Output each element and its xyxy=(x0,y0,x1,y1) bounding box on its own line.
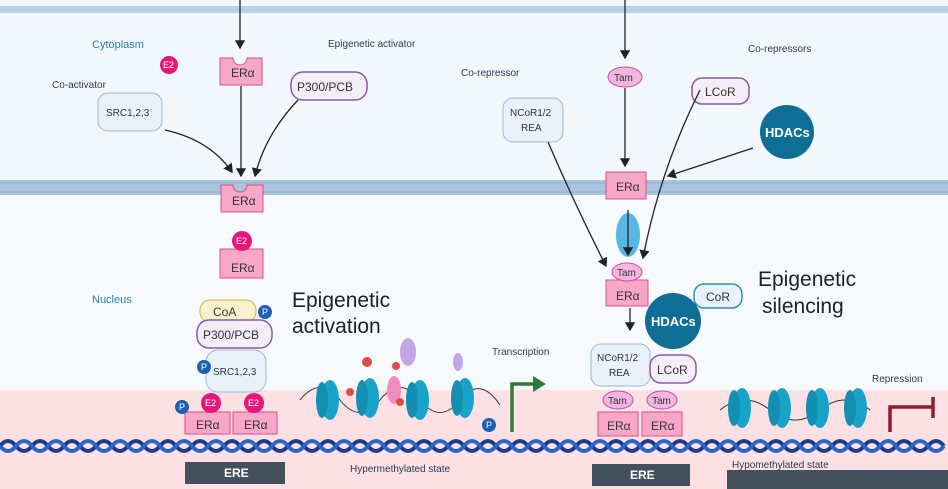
epigenetic-silencing-title-1: Epigenetic xyxy=(758,268,856,291)
hypomethylated-label: Hypomethylated state xyxy=(732,460,829,471)
hdacs-cytoplasm: HDACs xyxy=(760,105,814,159)
epigenetic-activation-title-2: activation xyxy=(292,315,381,338)
transcription-label: Transcription xyxy=(492,347,549,358)
svg-text:Tam: Tam xyxy=(617,268,636,279)
cytoplasm-label: Cytoplasm xyxy=(92,39,144,51)
svg-text:ERα: ERα xyxy=(616,289,640,303)
svg-text:HDACs: HDACs xyxy=(765,125,810,140)
svg-text:ERE: ERE xyxy=(630,468,655,482)
svg-text:ERα: ERα xyxy=(231,66,255,80)
cytoplasm-region xyxy=(0,0,948,180)
lcor-cytoplasm: LCoR xyxy=(691,77,750,105)
tam-era-dimer-right: Tam Tam ERα ERα xyxy=(597,390,683,437)
svg-text:REA: REA xyxy=(521,123,542,134)
transcription-arrow xyxy=(510,382,535,432)
hypermethylated-label: Hypermethylated state xyxy=(350,464,450,475)
svg-text:ERα: ERα xyxy=(607,419,631,433)
era-membrane-left: ERα xyxy=(220,184,264,213)
svg-text:REA: REA xyxy=(609,368,630,379)
svg-text:NCoR1/2: NCoR1/2 xyxy=(510,108,552,119)
tam-cytoplasm: Tam xyxy=(607,66,643,88)
ere-left: ERE xyxy=(185,462,285,484)
co-repressor-label: Co-repressor xyxy=(461,68,520,79)
e2-era-complex-nucleus: E2 ERα xyxy=(219,231,264,279)
nucleus-label: Nucleus xyxy=(92,294,132,306)
era-membrane-right: ERα xyxy=(605,171,647,200)
nucleosomes-silenced xyxy=(719,388,871,428)
epigenetic-silencing-title-2: silencing xyxy=(762,295,844,318)
epigenetic-activation-title-1: Epigenetic xyxy=(292,289,390,312)
svg-text:E2: E2 xyxy=(163,60,174,70)
svg-text:NCoR1/2: NCoR1/2 xyxy=(597,353,639,364)
corepressor-complex: CoR HDACs NCoR1/2 REA LCoR xyxy=(590,283,743,387)
era-cytoplasm-left: ERα xyxy=(219,57,263,86)
svg-text:ERα: ERα xyxy=(244,418,268,432)
svg-text:P: P xyxy=(201,362,207,372)
svg-text:P: P xyxy=(486,420,492,430)
svg-text:P300/PCB: P300/PCB xyxy=(297,80,353,94)
epigenetic-activator-label: Epigenetic activator xyxy=(328,39,416,50)
svg-text:P: P xyxy=(179,402,185,412)
svg-text:P300/PCB: P300/PCB xyxy=(203,328,259,342)
svg-text:E2: E2 xyxy=(248,398,259,408)
repression-symbol xyxy=(888,405,932,432)
svg-text:ERE: ERE xyxy=(224,466,249,480)
ncor-corepressor-cytoplasm: NCoR1/2 REA xyxy=(502,97,564,143)
nucleosomes-active: P xyxy=(299,338,501,432)
top-membrane xyxy=(0,6,948,13)
coactivator-complex: CoA P P300/PCB SRC1,2,3 P xyxy=(196,299,273,393)
svg-text:Tam: Tam xyxy=(608,396,627,407)
svg-text:CoA: CoA xyxy=(213,305,236,319)
svg-text:ERα: ERα xyxy=(232,194,256,208)
svg-text:HDACs: HDACs xyxy=(651,314,696,329)
svg-text:P: P xyxy=(262,307,268,317)
nucleus-region xyxy=(0,195,948,390)
repression-label: Repression xyxy=(872,374,923,385)
svg-text:Tam: Tam xyxy=(614,73,633,84)
svg-text:ERα: ERα xyxy=(231,261,255,275)
ere-right: ERE xyxy=(592,464,690,486)
e2-ligand-cytoplasm: E2 xyxy=(160,56,178,74)
nuclear-membrane xyxy=(0,180,948,195)
svg-text:ERα: ERα xyxy=(651,419,675,433)
svg-text:SRC1,2,3: SRC1,2,3 xyxy=(106,108,150,119)
svg-text:LCoR: LCoR xyxy=(657,363,688,377)
co-repressors-label: Co-repressors xyxy=(748,44,811,55)
svg-text:E2: E2 xyxy=(205,398,216,408)
co-activator-label: Co-activator xyxy=(52,80,107,91)
svg-text:ERα: ERα xyxy=(616,180,640,194)
svg-text:Tam: Tam xyxy=(652,396,671,407)
dna-helix xyxy=(0,439,946,453)
svg-text:SRC1,2,3: SRC1,2,3 xyxy=(213,367,257,378)
svg-text:CoR: CoR xyxy=(706,290,730,304)
p300-activator-cytoplasm: P300/PCB xyxy=(290,71,368,101)
svg-text:ERα: ERα xyxy=(196,418,220,432)
svg-text:LCoR: LCoR xyxy=(705,85,736,99)
src-coactivator-cytoplasm: SRC1,2,3 xyxy=(97,92,163,132)
svg-text:E2: E2 xyxy=(236,236,247,246)
tam-era-complex-nucleus: Tam ERα xyxy=(605,262,649,307)
era-dimer-left: E2 E2 ERα ERα P xyxy=(175,393,278,435)
